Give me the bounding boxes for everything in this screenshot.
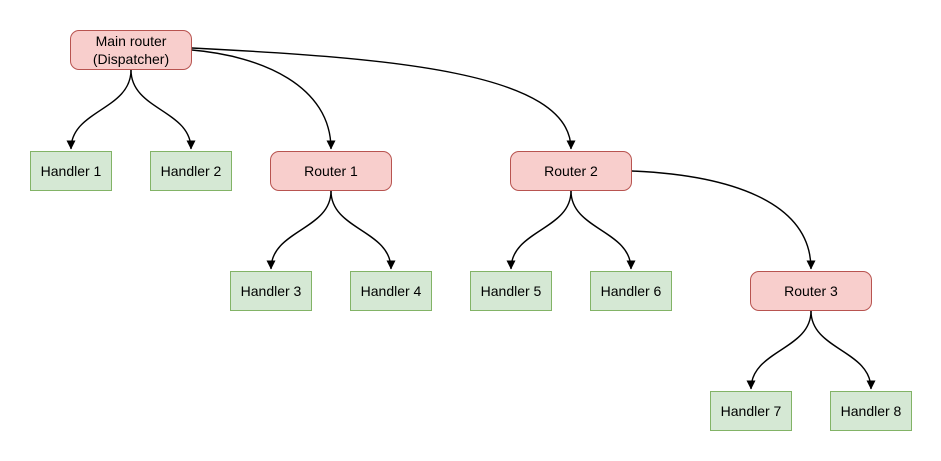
- node-router-3: Router 3: [750, 271, 872, 311]
- node-handler-4-label: Handler 4: [360, 283, 422, 299]
- node-main-router-label-line1: Main router: [95, 33, 167, 49]
- node-handler-2-label: Handler 2: [160, 163, 222, 179]
- node-handler-8-label: Handler 8: [840, 403, 902, 419]
- edge-main-router-to-router-2: [191, 47, 576, 150]
- edge-router-1-to-handler-3: [266, 190, 332, 270]
- node-handler-7-label: Handler 7: [720, 403, 782, 419]
- node-router-2: Router 2: [510, 151, 632, 191]
- node-main-router: Main router (Dispatcher): [70, 30, 192, 70]
- node-handler-4: Handler 4: [350, 271, 432, 311]
- edge-main-router-to-router-1: [191, 49, 336, 150]
- node-handler-8: Handler 8: [830, 391, 912, 431]
- node-handler-5: Handler 5: [470, 271, 552, 311]
- node-handler-3-label: Handler 3: [240, 283, 302, 299]
- edge-router-2-to-handler-5: [506, 190, 572, 270]
- node-handler-2: Handler 2: [150, 151, 232, 191]
- edge-router-2-to-handler-6: [570, 190, 636, 270]
- node-main-router-label-line2: (Dispatcher): [92, 51, 170, 67]
- node-router-3-label: Router 3: [784, 283, 838, 299]
- edge-router-3-to-handler-8: [810, 310, 876, 390]
- node-handler-1: Handler 1: [30, 151, 112, 191]
- node-handler-6: Handler 6: [590, 271, 672, 311]
- node-handler-7: Handler 7: [710, 391, 792, 431]
- edge-router-1-to-handler-4: [330, 190, 396, 270]
- node-handler-6-label: Handler 6: [600, 283, 662, 299]
- node-handler-3: Handler 3: [230, 271, 312, 311]
- node-handler-5-label: Handler 5: [480, 283, 542, 299]
- node-router-1-label: Router 1: [304, 163, 358, 179]
- node-handler-1-label: Handler 1: [40, 163, 102, 179]
- node-router-1: Router 1: [270, 151, 392, 191]
- edge-router-2-to-router-3: [631, 170, 816, 270]
- node-router-2-label: Router 2: [544, 163, 598, 179]
- edge-router-3-to-handler-7: [746, 310, 812, 390]
- edge-main-router-to-handler-2: [130, 69, 196, 150]
- edge-main-router-to-handler-1: [66, 69, 132, 150]
